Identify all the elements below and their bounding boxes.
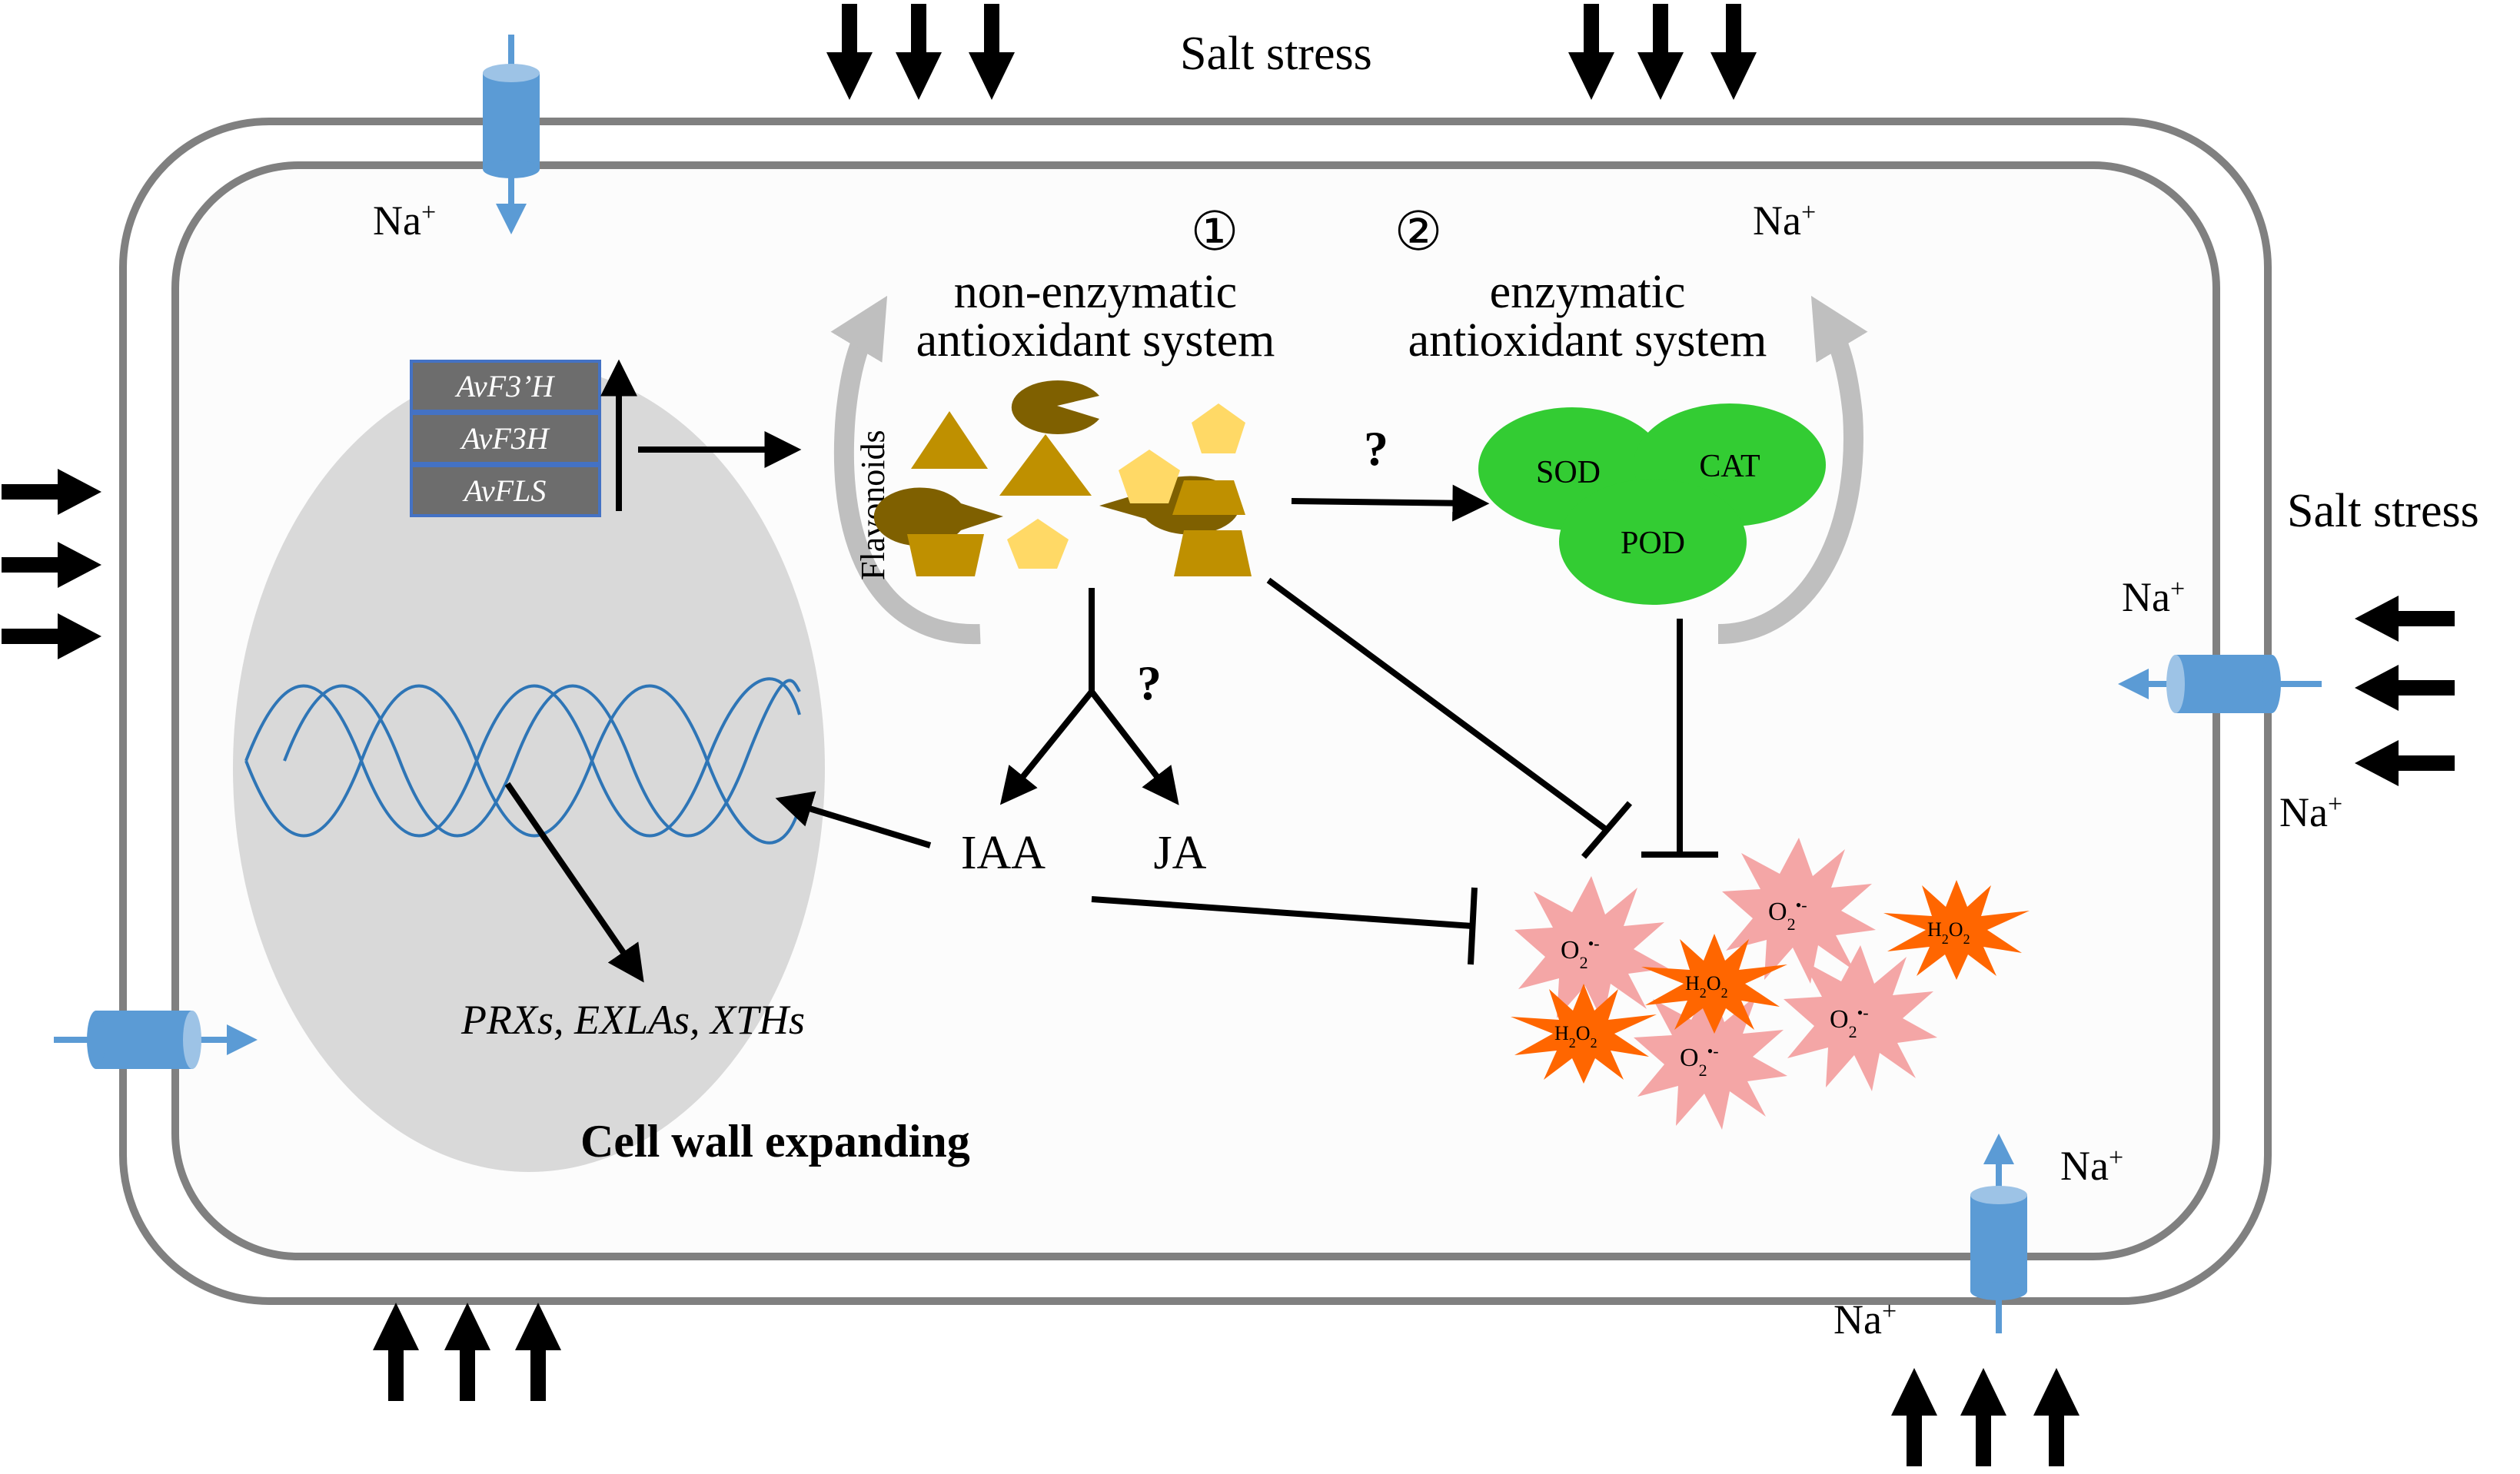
svg-text:AvFLS: AvFLS bbox=[462, 473, 547, 508]
iaa-inhibits-ros bbox=[1091, 887, 1478, 965]
salt-stress-arrows-right bbox=[2355, 596, 2455, 786]
non-enzymatic-title-2: antioxidant system bbox=[916, 314, 1275, 367]
pod-label: POD bbox=[1621, 526, 1685, 561]
flavonoid-to-enzyme-arrow bbox=[1291, 484, 1490, 522]
circle-2-label: ② bbox=[1395, 203, 1443, 262]
na-label-6: Na+ bbox=[1833, 1296, 1897, 1343]
salt-stress-arrows-bottom-left bbox=[373, 1303, 561, 1401]
na-label-5: Na+ bbox=[2060, 1143, 2123, 1189]
iaa-to-dna-arrow bbox=[775, 791, 932, 848]
na-label-1: Na+ bbox=[373, 198, 436, 244]
enzyme-inhibits-ros bbox=[1641, 619, 1718, 858]
cell-wall-expanding-label: Cell wall expanding bbox=[580, 1116, 970, 1167]
salt-stress-label-top: Salt stress bbox=[1180, 28, 1372, 80]
gene-box-2: AvF3H bbox=[410, 412, 601, 465]
target-genes-label: PRXs, EXLAs, XTHs bbox=[460, 997, 805, 1043]
sod-label: SOD bbox=[1536, 455, 1601, 490]
gene-box-1: AvF3’H bbox=[410, 360, 601, 413]
nucleus bbox=[233, 365, 825, 1172]
dna-to-genes-arrow bbox=[504, 782, 644, 983]
recycle-arrow-right bbox=[1717, 295, 1868, 644]
salt-stress-label-right: Salt stress bbox=[2287, 485, 2479, 537]
flavonoid-inhibits-ros bbox=[1266, 577, 1633, 859]
enzymatic-title-1: enzymatic bbox=[1490, 266, 1686, 318]
na-channel-bottom-left bbox=[54, 1011, 258, 1069]
dna-helix bbox=[244, 677, 801, 845]
non-enzymatic-title-1: non-enzymatic bbox=[954, 266, 1237, 318]
question-mark-1: ? bbox=[1364, 421, 1388, 476]
na-label-2: Na+ bbox=[1753, 198, 1816, 244]
svg-text:AvF3H: AvF3H bbox=[459, 421, 550, 456]
circle-1-label: ① bbox=[1191, 203, 1239, 262]
flavonoid-to-hormone-arrows bbox=[999, 588, 1179, 805]
salt-stress-arrows-top-right bbox=[1568, 4, 1757, 100]
na-channel-right bbox=[2118, 655, 2322, 713]
svg-text:AvF3’H: AvF3’H bbox=[454, 369, 556, 403]
recycle-arrow-left bbox=[830, 295, 981, 645]
enzyme-cluster bbox=[1478, 403, 1826, 605]
ros-cluster: O2•- O2•- O2•- O2•- H2O2 H2O2 H2O2 bbox=[1511, 838, 2030, 1130]
flavonoid-cluster bbox=[873, 380, 1252, 576]
question-mark-2: ? bbox=[1137, 656, 1162, 710]
na-channel-top-left bbox=[483, 35, 540, 234]
salt-stress-arrows-top-left bbox=[826, 4, 1015, 100]
na-label-3: Na+ bbox=[2122, 574, 2185, 620]
ja-label: JA bbox=[1154, 827, 1207, 879]
salt-stress-arrows-bottom-right bbox=[1891, 1368, 2079, 1466]
iaa-label: IAA bbox=[961, 827, 1046, 879]
na-channel-bottom-right bbox=[1970, 1134, 2027, 1333]
cat-label: CAT bbox=[1699, 449, 1760, 484]
gene-box-3: AvFLS bbox=[410, 464, 601, 517]
na-label-4: Na+ bbox=[2279, 789, 2342, 835]
enzymatic-title-2: antioxidant system bbox=[1408, 314, 1767, 367]
salt-stress-arrows-left bbox=[2, 469, 101, 659]
